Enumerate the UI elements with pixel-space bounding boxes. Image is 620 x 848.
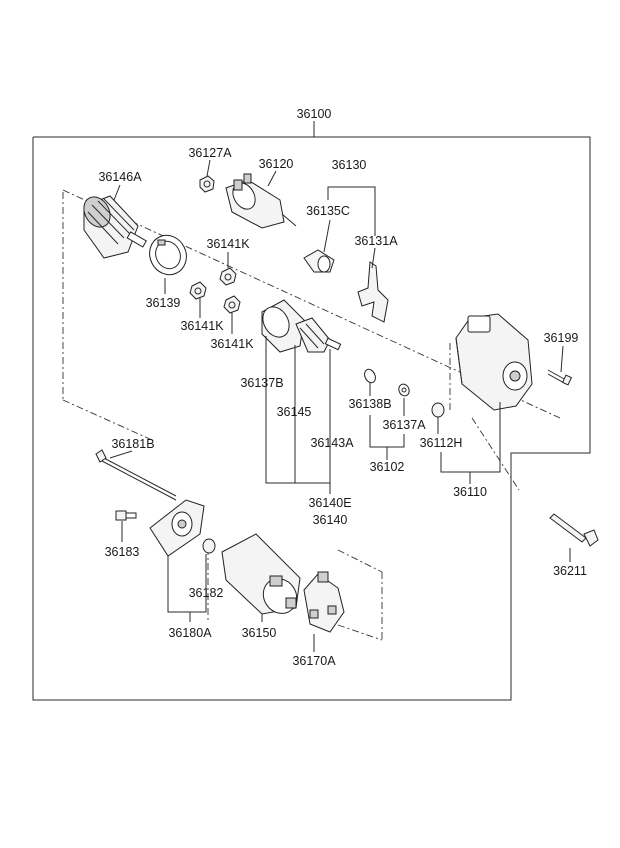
label-36141k-1: 36141K [206, 237, 250, 251]
label-36120: 36120 [259, 157, 294, 171]
label-36112h: 36112H [420, 436, 463, 450]
solenoid-part[interactable] [225, 173, 297, 229]
through-bolt-part[interactable] [95, 449, 177, 501]
label-36139: 36139 [146, 296, 181, 310]
lever-part[interactable] [357, 261, 389, 323]
label-36146a: 36146A [98, 170, 142, 184]
label-36199: 36199 [544, 331, 579, 345]
label-36130: 36130 [332, 158, 367, 172]
label-36140: 36140 [313, 513, 348, 527]
label-36110: 36110 [453, 485, 487, 499]
alignment-lines [62, 189, 561, 641]
brush-plate-part[interactable] [143, 229, 193, 280]
label-36211: 36211 [553, 564, 587, 578]
label-36135c: 36135C [306, 204, 350, 218]
bolt-36211-part[interactable] [549, 513, 599, 547]
armature-part[interactable] [79, 192, 147, 259]
screw-part[interactable] [115, 510, 137, 521]
bolt-36199-part[interactable] [547, 369, 573, 386]
small-rings-part[interactable] [363, 368, 445, 418]
label-36141k-2: 36141K [180, 319, 224, 333]
label-36137b: 36137B [240, 376, 283, 390]
front-housing-part[interactable] [455, 313, 533, 411]
yoke-part[interactable] [221, 533, 303, 620]
label-36131a: 36131A [354, 234, 398, 248]
label-assembly: 36100 [297, 107, 332, 121]
nut-part[interactable] [199, 175, 215, 193]
label-36182: 36182 [189, 586, 224, 600]
label-36137a: 36137A [382, 418, 426, 432]
label-36180a: 36180A [168, 626, 212, 640]
label-36145: 36145 [277, 405, 312, 419]
bushing-part[interactable] [202, 538, 216, 554]
label-36138b: 36138B [348, 397, 391, 411]
label-36102: 36102 [370, 460, 405, 474]
label-36150: 36150 [242, 626, 277, 640]
label-36181b: 36181B [111, 437, 154, 451]
part-labels: 36100 36146A 36127A 36120 36130 36135C 3… [98, 107, 587, 668]
label-36141k-3: 36141K [210, 337, 254, 351]
label-36143a: 36143A [310, 436, 354, 450]
label-36140e: 36140E [308, 496, 351, 510]
rear-bracket-part[interactable] [149, 499, 205, 557]
clutch-part[interactable] [258, 299, 342, 353]
label-36170a: 36170A [292, 654, 336, 668]
label-36183: 36183 [105, 545, 140, 559]
leader-lines [109, 159, 571, 652]
plunger-part[interactable] [303, 249, 335, 273]
nut-36141k-part[interactable] [189, 267, 241, 314]
brush-holder-part[interactable] [303, 571, 345, 633]
assembly-frame [32, 121, 591, 701]
label-36127a: 36127A [188, 146, 232, 160]
